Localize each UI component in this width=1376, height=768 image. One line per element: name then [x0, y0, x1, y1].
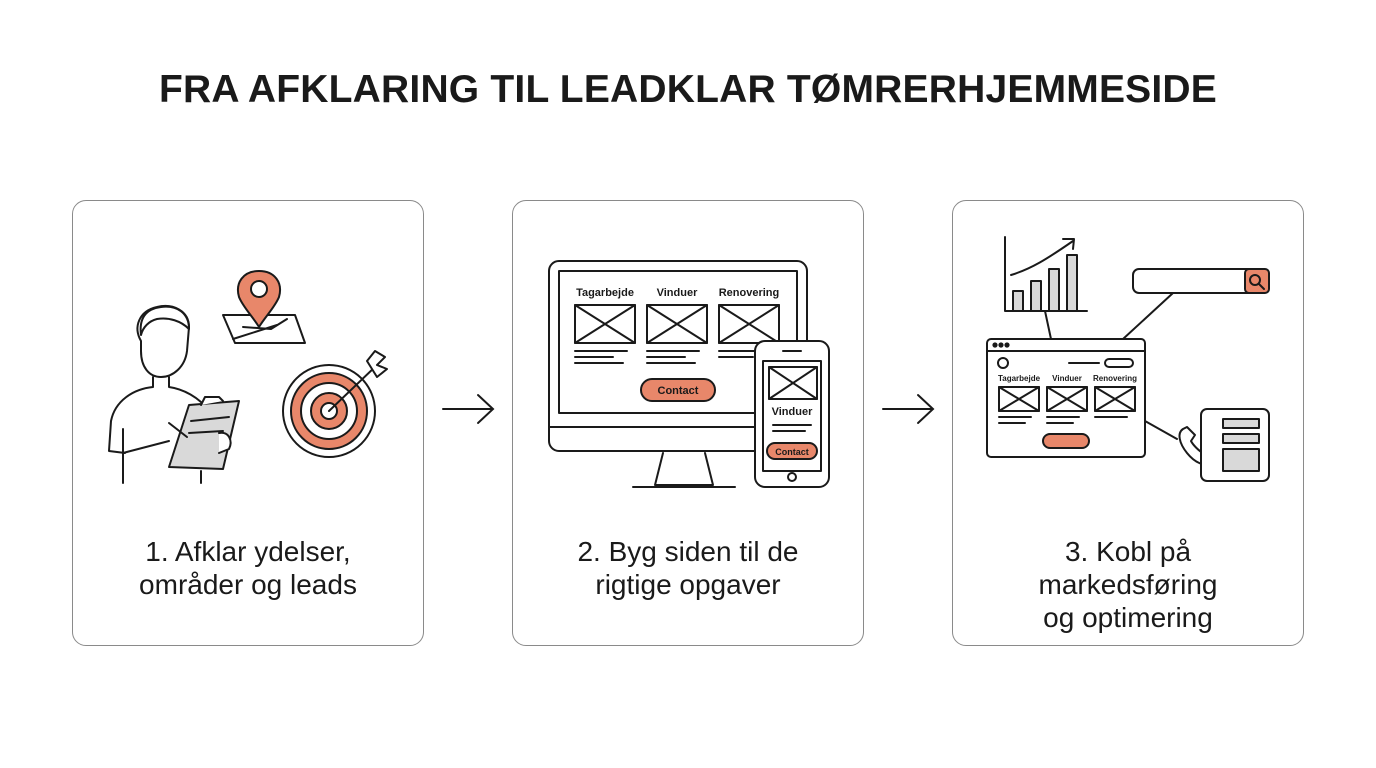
step-3-caption: 3. Kobl på markedsføring og optimering [1038, 536, 1218, 633]
arrow-right-icon [442, 394, 495, 424]
target-icon [282, 350, 388, 458]
browser-tab-1: Tagarbejde [998, 374, 1041, 383]
clipboard-icon [168, 396, 240, 470]
step-card-3: Tagarbejde Vinduer Renovering 3. Kobl på… [952, 200, 1304, 646]
desktop-tab-1: Tagarbejde [576, 287, 634, 299]
search-bar-icon [1132, 268, 1270, 294]
bar-chart-icon [1004, 236, 1088, 312]
step-3-illustration: Tagarbejde Vinduer Renovering [986, 236, 1270, 482]
browser-tab-2: Vinduer [1052, 374, 1082, 383]
step-1-caption: 1. Afklar ydelser, områder og leads [139, 536, 357, 600]
step-card-2: Tagarbejde Vinduer Renovering Contact Vi… [512, 200, 864, 646]
desktop-contact-button: Contact [658, 385, 699, 397]
page-title: FRA AFKLARING TIL LEADKLAR TØMRERHJEMMES… [159, 68, 1217, 111]
browser-window-icon [986, 338, 1146, 458]
step-1-illustration [108, 270, 388, 484]
browser-tab-3: Renovering [1093, 374, 1137, 383]
arrow-right-icon [882, 394, 935, 424]
step-card-1: 1. Afklar ydelser, områder og leads [72, 200, 424, 646]
step-2-illustration: Tagarbejde Vinduer Renovering Contact Vi… [548, 260, 830, 488]
map-pin-icon [222, 270, 306, 344]
phone-contact-button: Contact [775, 447, 809, 457]
step-2-caption: 2. Byg siden til de rigtige opgaver [577, 536, 799, 600]
desktop-tab-2: Vinduer [657, 287, 698, 299]
mobile-phone-icon [754, 340, 830, 488]
person-icon [108, 305, 210, 484]
contact-form-icon [1200, 408, 1270, 482]
desktop-tab-3: Renovering [719, 287, 780, 299]
phone-tab-label: Vinduer [772, 406, 813, 418]
